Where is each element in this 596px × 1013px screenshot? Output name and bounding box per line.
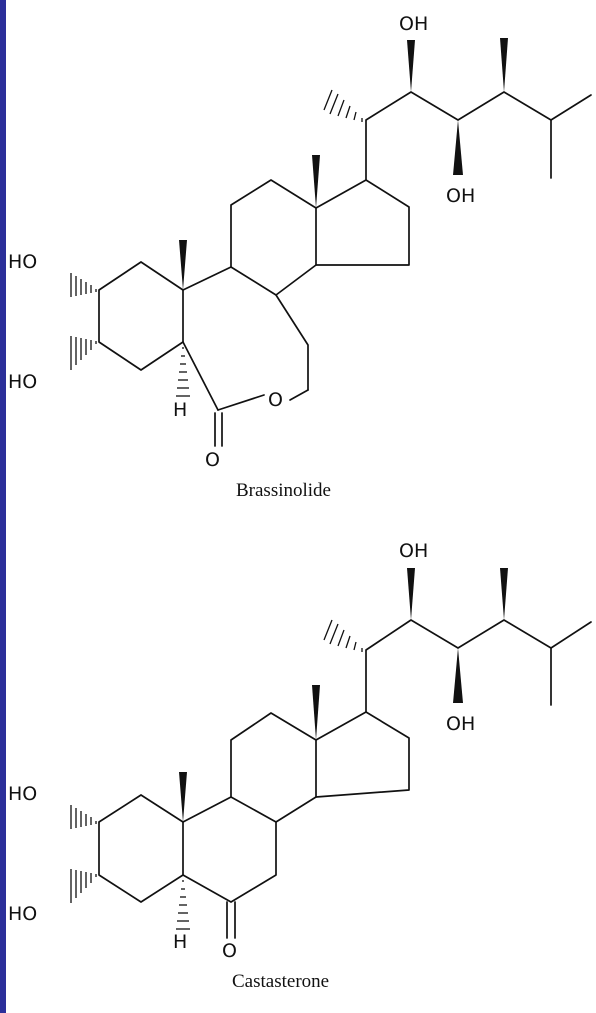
bond-ring-d	[315, 179, 410, 266]
bond-isopropyl-branch-2	[550, 621, 592, 649]
wedge-c24-methyl	[500, 38, 508, 92]
label-oh-side-top: OH	[399, 13, 428, 35]
caption-brassinolide: Brassinolide	[236, 480, 331, 501]
bond-ring-c	[230, 179, 317, 296]
label-ring-oxygen: O	[268, 389, 283, 411]
label-ho-bottom-2: HO	[8, 903, 37, 925]
bond-ring-b-2	[182, 796, 277, 903]
hash-c5-h	[176, 347, 190, 397]
wedge-c10-methyl-2	[179, 772, 187, 822]
wedge-c13-methyl	[312, 155, 320, 208]
label-ho-top-2: HO	[8, 783, 37, 805]
label-ho-bottom: HO	[8, 371, 37, 393]
bond-ring-d-2	[315, 711, 410, 798]
bond-carbonyl-ringO	[217, 394, 265, 411]
wedge-c22-oh-2	[407, 568, 415, 620]
hash-c5-h-2	[176, 880, 190, 930]
wedge-c23-oh	[453, 120, 463, 175]
bond-ring-c-2	[230, 712, 317, 823]
label-hydrogen-2: H	[173, 931, 187, 953]
castasterone-structure: HO HO OH OH O H Castasterone	[8, 540, 592, 992]
label-oh-side-top-2: OH	[399, 540, 428, 562]
bond-ring-a-2	[98, 794, 184, 903]
wedge-c10-methyl	[179, 240, 187, 290]
bond-ringO-ch2	[289, 389, 309, 401]
hash-c3-oh	[70, 336, 97, 370]
hash-c20-methyl	[323, 89, 363, 122]
figure-panel: HO HO OH OH O O H Brassinolide	[6, 0, 596, 1013]
label-oh-side-bottom-2: OH	[446, 713, 475, 735]
wedge-c13-methyl-2	[312, 685, 320, 740]
wedge-c24-methyl-2	[500, 568, 508, 620]
hash-c3-oh-2	[70, 869, 97, 903]
label-hydrogen: H	[173, 399, 187, 421]
hash-c2-oh	[70, 273, 97, 297]
brassinolide-structure: HO HO OH OH O O H Brassinolide	[8, 13, 592, 501]
label-ho-top: HO	[8, 251, 37, 273]
caption-castasterone: Castasterone	[232, 971, 329, 992]
bond-c5-carbonyl	[182, 341, 219, 411]
hash-c20-methyl-2	[323, 619, 363, 652]
wedge-c23-oh-2	[453, 648, 463, 703]
label-carbonyl-oxygen: O	[205, 449, 220, 471]
label-carbonyl-oxygen-2: O	[222, 940, 237, 962]
hash-c2-oh-2	[70, 805, 97, 829]
bond-ring-a	[98, 261, 184, 371]
label-oh-side-bottom: OH	[446, 185, 475, 207]
structures-svg: HO HO OH OH O O H Brassinolide	[8, 13, 592, 992]
wedge-c22-oh	[407, 40, 415, 92]
bond-isopropyl-branch	[550, 94, 592, 121]
